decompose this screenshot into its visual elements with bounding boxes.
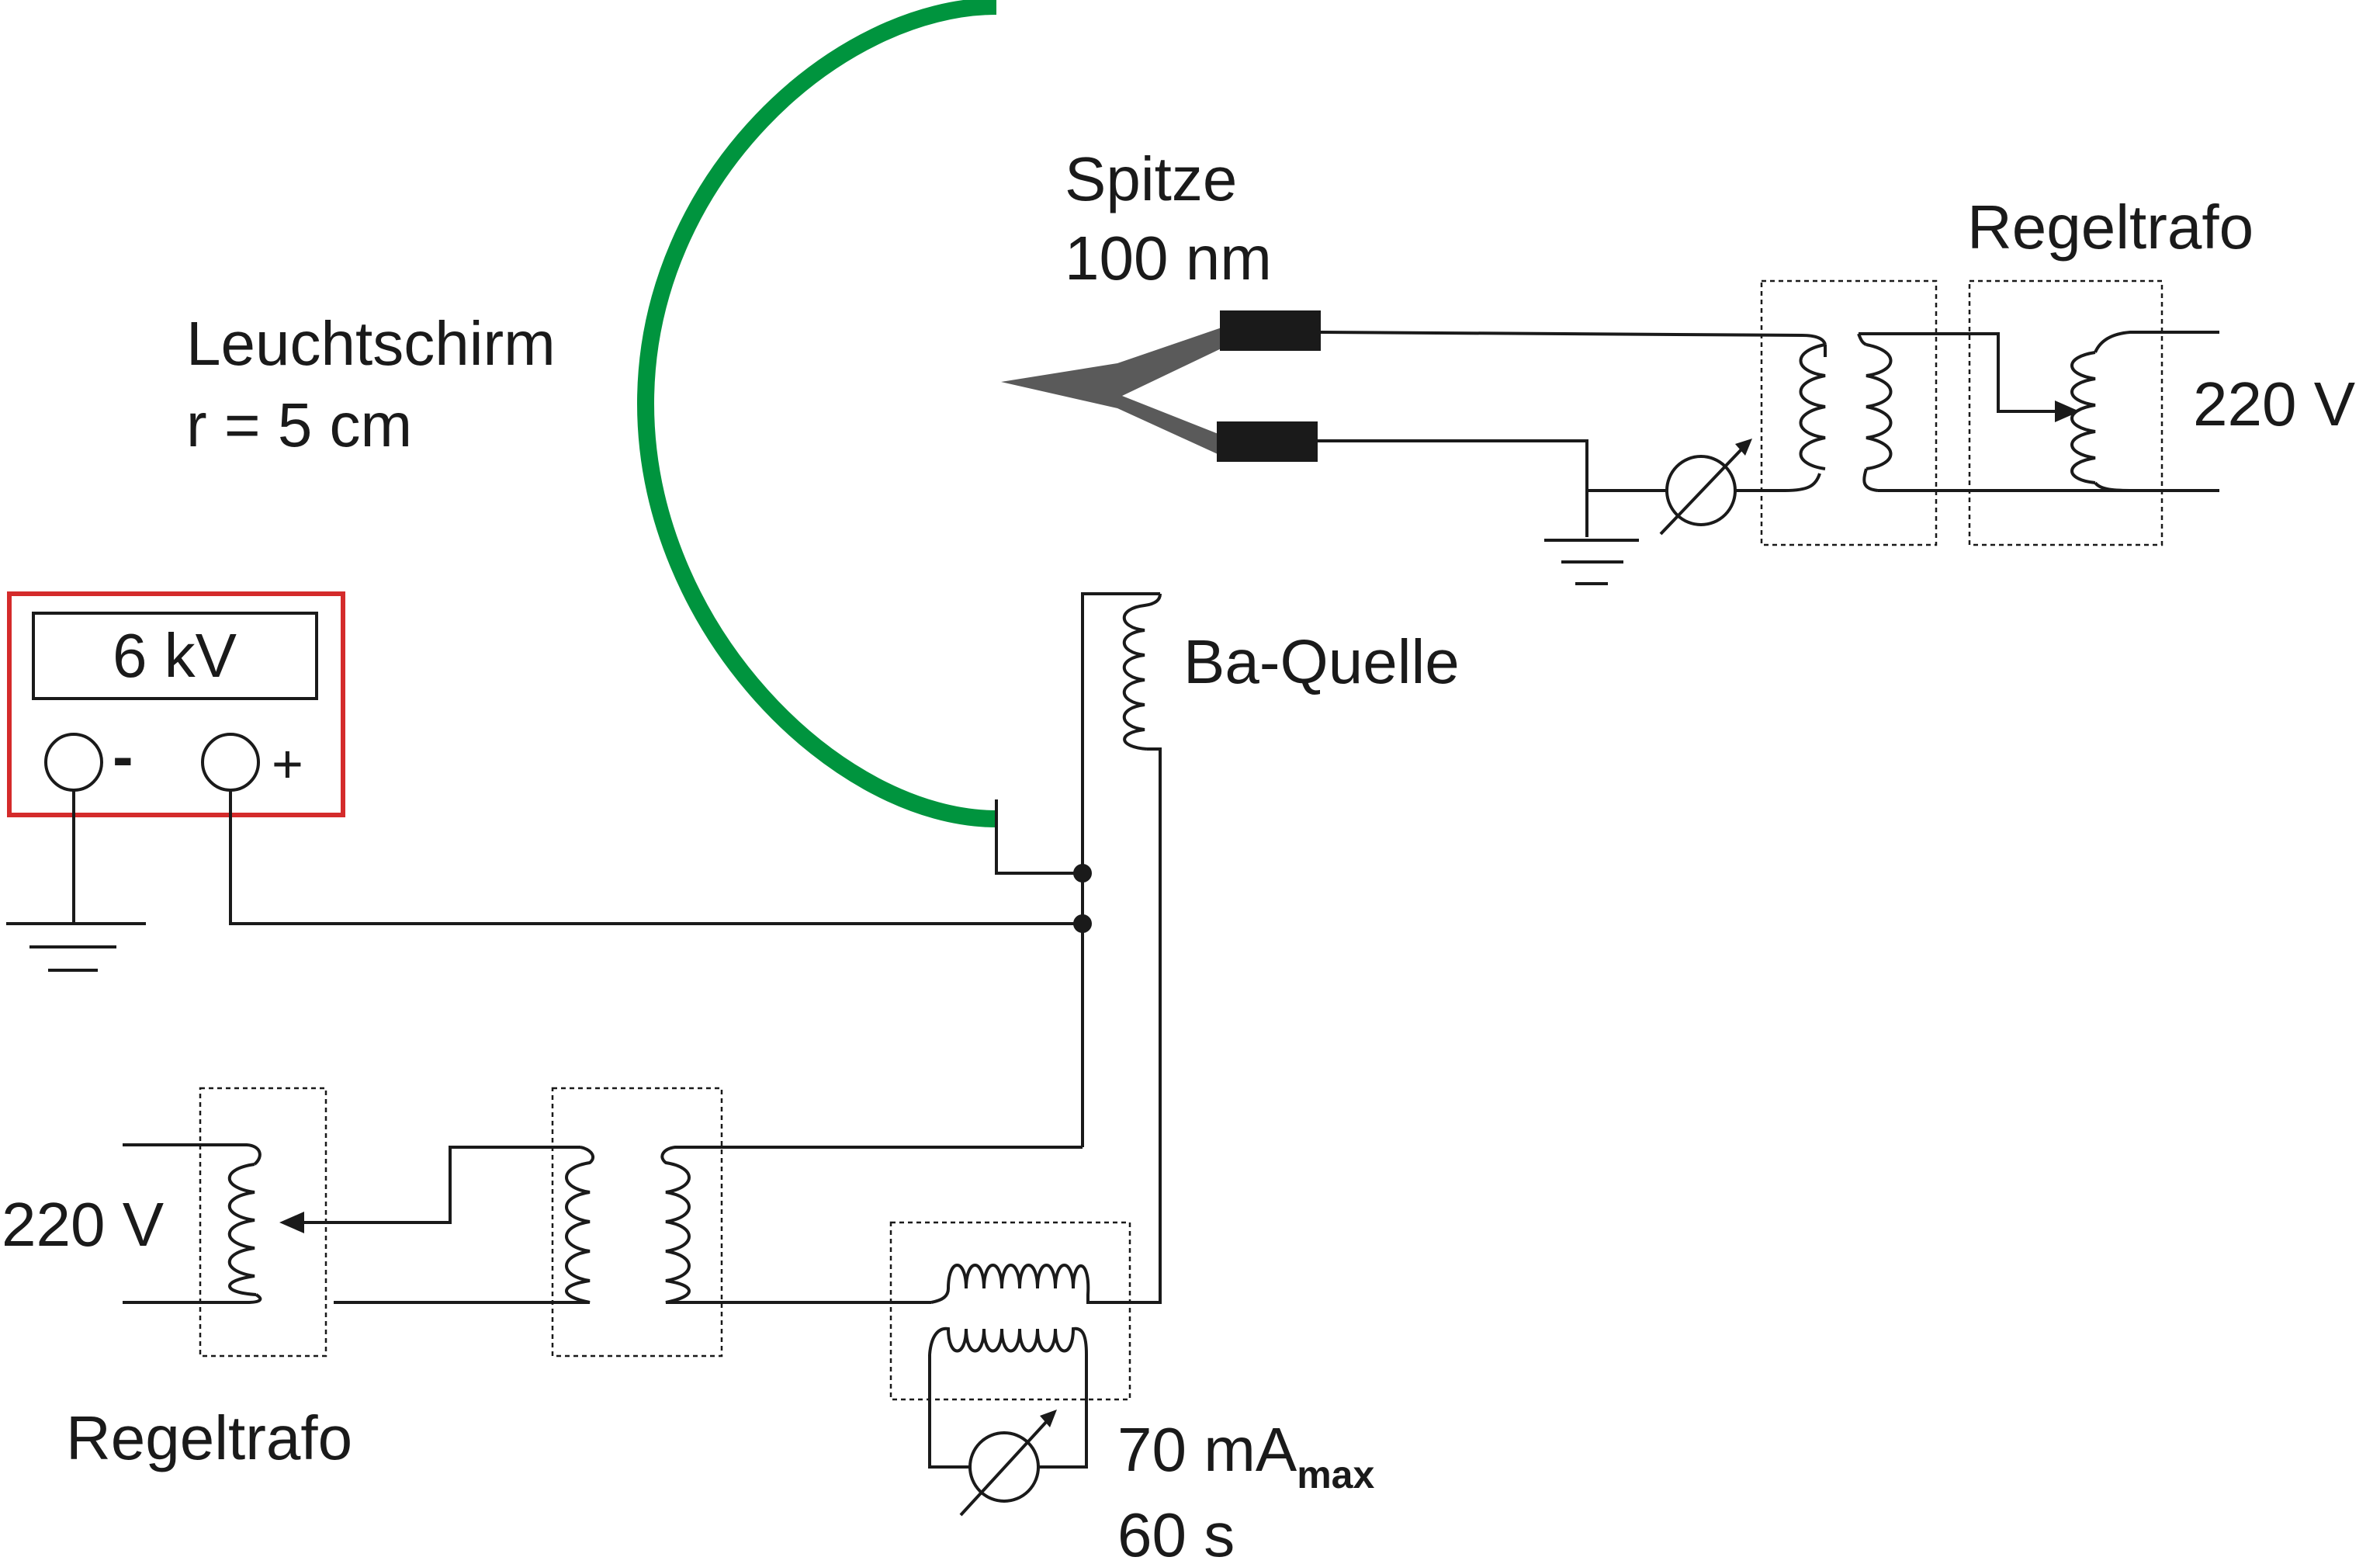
hv-minus-label: - [113, 722, 133, 791]
ammeter-bottom [959, 1410, 1057, 1517]
current-transformer-secondary-coil [928, 1326, 1088, 1355]
voltage-bottom-label: 220 V [2, 1190, 165, 1259]
regeltrafo-top-box [1968, 279, 2163, 546]
isolation-transformer-bottom-box [551, 1087, 723, 1358]
ammeter-top [1659, 439, 1752, 536]
hv-plus-wire [229, 790, 1083, 925]
screen-radius-label: r = 5 cm [186, 390, 412, 459]
trafo-link-upper [1859, 332, 2055, 413]
isolation-transformer-bottom-secondary-coil [660, 1146, 1083, 1304]
current-transformer-box [889, 1221, 1131, 1401]
tip-lower-wire [1318, 439, 1588, 537]
current-transformer-primary-coil [891, 1264, 1106, 1304]
hv-plus-terminal [201, 733, 260, 792]
ba-source-left-wire [1081, 592, 1160, 1147]
variac-wiper-link [304, 1146, 580, 1224]
meter-to-trafo-top [1735, 473, 1821, 492]
fluorescent-screen-arc [636, 0, 997, 827]
regeltrafo-bottom-label: Regeltrafo [66, 1403, 352, 1472]
current-subscript: max [1297, 1453, 1374, 1496]
hv-power-supply: 6 kV - + [7, 591, 345, 817]
current-label: 70 mAmax [1117, 1415, 1374, 1496]
isolation-transformer-top-box [1760, 279, 1938, 546]
tip-label: Spitze [1065, 144, 1237, 213]
hv-minus-terminal [44, 733, 103, 792]
wiper-arrow-bottom [279, 1212, 304, 1233]
isolation-transformer-top-primary-coil [1799, 343, 1827, 470]
regeltrafo-bottom-coil [123, 1143, 262, 1304]
tip-upper-wire [1320, 331, 1827, 345]
ground-symbol-left [6, 922, 146, 972]
hv-display-value: 6 kV [113, 621, 237, 690]
tip-size-label: 100 nm [1065, 224, 1272, 293]
isolation-transformer-bottom-primary-coil [334, 1146, 595, 1304]
regeltrafo-top-label: Regeltrafo [1967, 192, 2254, 262]
ammeter-loop-bottom [928, 1354, 1088, 1469]
wiper-arrow-top [2055, 401, 2080, 422]
isolation-transformer-top-secondary-coil [1857, 333, 1893, 492]
hv-plus-label: + [272, 733, 303, 794]
regeltrafo-top-coil [2070, 331, 2219, 492]
voltage-top-label: 220 V [2193, 369, 2356, 439]
screen-connection-wire [995, 799, 1083, 875]
time-label: 60 s [1117, 1500, 1235, 1564]
emitter-tip [1001, 310, 1321, 462]
ground-symbol-top [1544, 539, 1639, 585]
current-value: 70 mA [1117, 1415, 1297, 1484]
screen-label: Leuchtschirm [186, 309, 556, 378]
ba-source-coil [1106, 593, 1162, 1304]
ba-source-label: Ba-Quelle [1183, 627, 1460, 696]
hv-display [32, 612, 318, 700]
